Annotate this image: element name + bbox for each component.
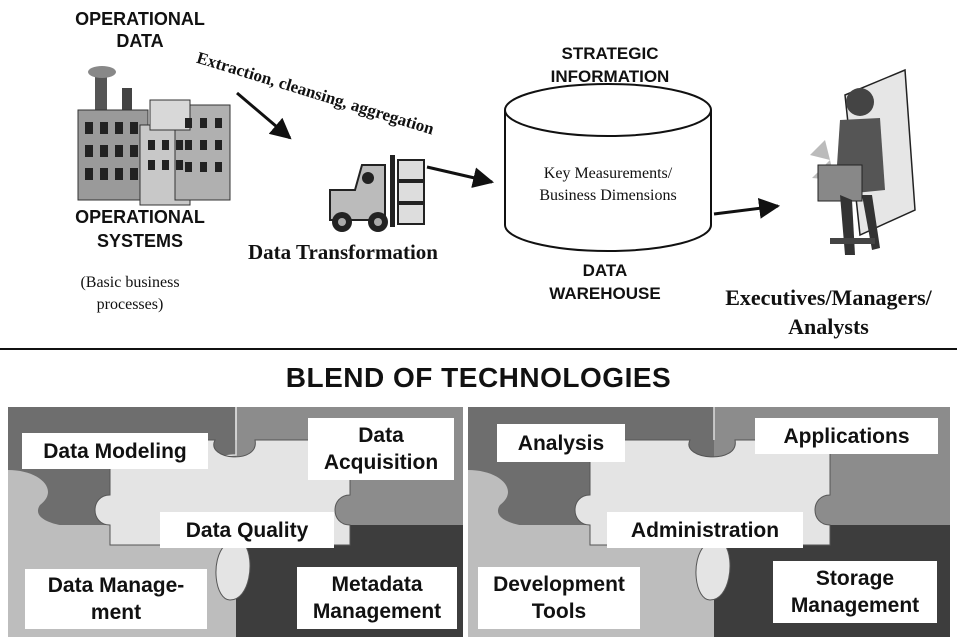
data-management-label: Data Manage-ment — [25, 569, 207, 629]
applications-label: Applications — [755, 418, 938, 454]
factory-icon — [77, 66, 231, 206]
data-warehouse-cylinder — [504, 83, 712, 252]
forklift-icon — [329, 155, 425, 232]
administration-label: Administration — [607, 512, 803, 548]
data-transformation-label: Data Transformation — [248, 240, 438, 264]
arrow-to-transformation — [236, 91, 292, 140]
data-quality-label: Data Quality — [160, 512, 334, 548]
analysis-label: Analysis — [497, 424, 625, 462]
blend-title: BLEND OF TECHNOLOGIES — [285, 362, 672, 393]
cylinder-text: Key Measurements/Business Dimensions — [539, 165, 677, 204]
arrow-to-executives — [713, 197, 781, 219]
arrow-to-warehouse — [426, 165, 495, 188]
executive-icon — [810, 68, 916, 255]
executives-label: Executives/Managers/Analysts — [725, 285, 932, 339]
data-modeling-label: Data Modeling — [22, 433, 208, 469]
